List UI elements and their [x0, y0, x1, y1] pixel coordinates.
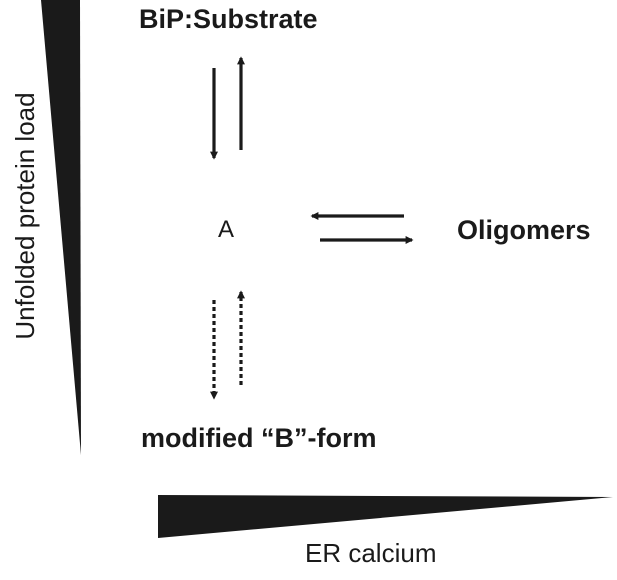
node-state-a: A	[218, 216, 235, 243]
unfolded-load-wedge	[41, 0, 81, 455]
node-modified-b-form: modified “B”-form	[141, 423, 377, 453]
er-calcium-label: ER calcium	[305, 538, 437, 568]
node-bip-substrate: BiP:Substrate	[139, 4, 318, 34]
unfolded-load-label: Unfolded protein load	[10, 92, 40, 340]
er-calcium-wedge	[158, 495, 613, 538]
node-oligomers: Oligomers	[457, 215, 591, 245]
